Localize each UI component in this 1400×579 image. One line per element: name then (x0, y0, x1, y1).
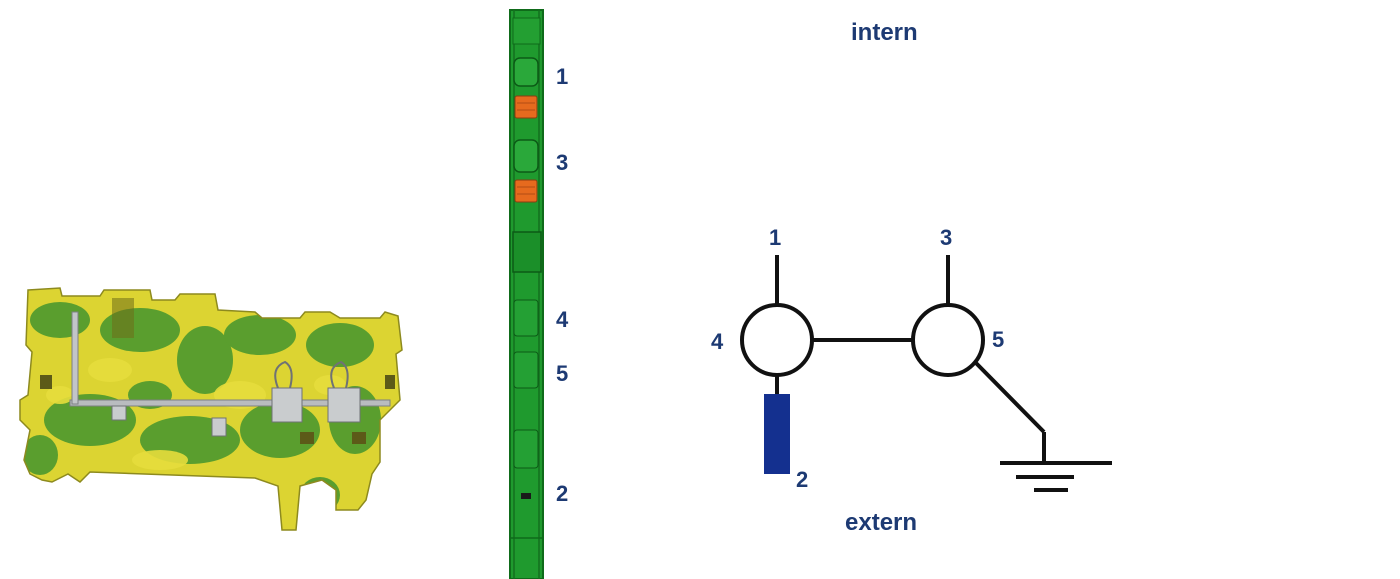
extern-label: extern (845, 509, 918, 536)
schematic-label-2: 2 (796, 467, 809, 492)
schematic-label-4: 4 (711, 329, 724, 354)
push-in-slot-3 (513, 139, 539, 173)
strip-label-4: 4 (556, 307, 569, 332)
strip-label-2: 2 (556, 481, 569, 506)
wire-ground (973, 360, 1046, 434)
strip-label-1: 1 (556, 64, 569, 89)
strip-window (512, 231, 542, 273)
slot-5 (513, 351, 539, 389)
schematic-label-1: 1 (769, 225, 782, 250)
intern-label: intern (851, 19, 918, 46)
slot-2 (513, 429, 539, 469)
schematic-label-3: 3 (940, 225, 953, 250)
strip-label-3: 3 (556, 150, 569, 175)
push-in-slot-1 (513, 57, 539, 87)
node-4-circle (740, 303, 814, 377)
ground-symbol-icon (1000, 461, 1112, 492)
node-5-circle (911, 303, 985, 377)
orange-pusher-3 (514, 179, 538, 203)
slot-4 (513, 299, 539, 337)
strip-label-5: 5 (556, 361, 569, 386)
external-connector (764, 394, 790, 474)
schematic-label-5: 5 (992, 327, 1005, 352)
orange-pusher-1 (514, 95, 538, 119)
